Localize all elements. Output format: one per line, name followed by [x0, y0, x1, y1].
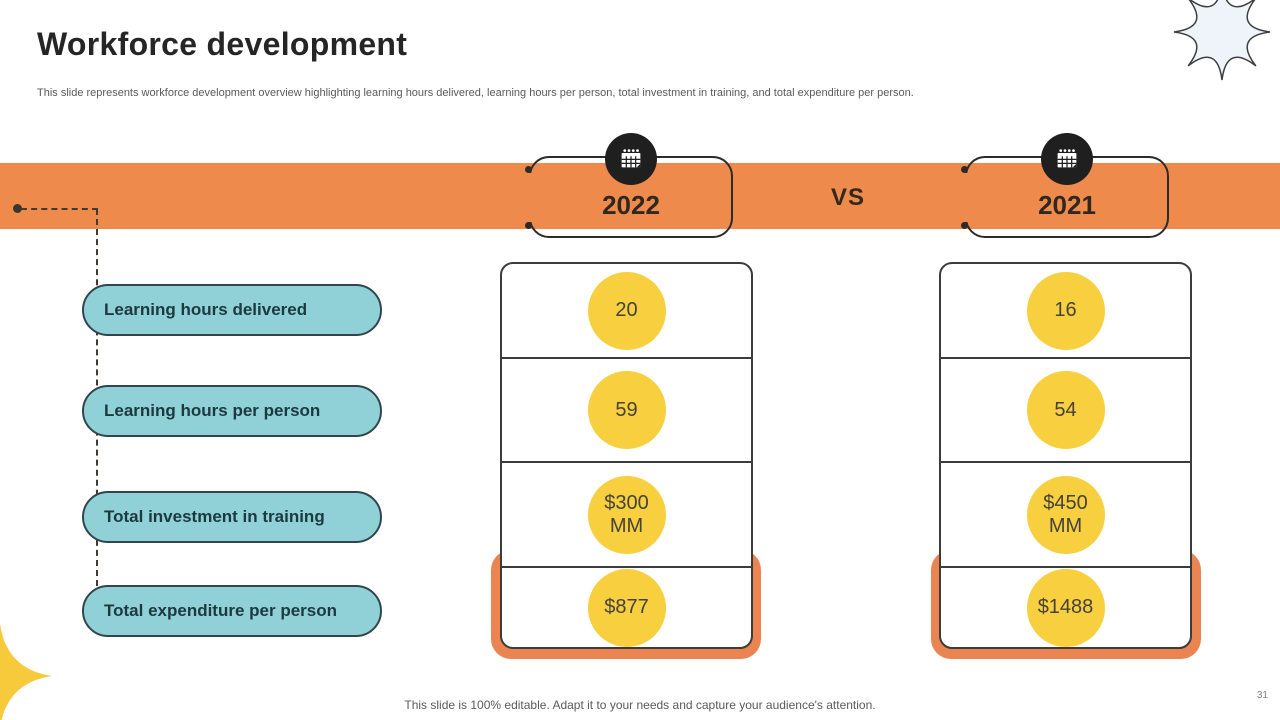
value-cell: $1488	[941, 568, 1190, 647]
calendar-icon	[605, 133, 657, 185]
metric-label: Learning hours per person	[104, 401, 321, 420]
year-badge-border-gap	[527, 173, 532, 222]
value-badge: 59	[587, 371, 666, 449]
metric-pill-learning-hours-per-person: Learning hours per person	[82, 385, 382, 437]
year-label-2021: 2021	[1038, 190, 1096, 220]
anchor-dot	[961, 222, 968, 229]
year-label-2022: 2022	[602, 190, 660, 220]
value-badge: $877	[587, 568, 666, 647]
anchor-dot	[525, 166, 532, 173]
value-cell: 20	[502, 264, 751, 359]
value-cell: $877	[502, 568, 751, 647]
metric-label: Learning hours delivered	[104, 300, 308, 319]
value-column-2022: 20 59 $300 MM $877	[500, 262, 753, 649]
value-cell: 54	[941, 359, 1190, 463]
starburst-decoration	[1173, 0, 1271, 81]
calendar-icon	[1041, 133, 1093, 185]
anchor-dot	[525, 222, 532, 229]
value-cell: 16	[941, 264, 1190, 359]
metric-pill-total-expenditure-per-person: Total expenditure per person	[82, 585, 382, 637]
value-cell: $300 MM	[502, 463, 751, 568]
value-badge: 20	[587, 271, 666, 350]
value-column-2021: 16 54 $450 MM $1488	[939, 262, 1192, 649]
connector-dot	[13, 204, 22, 213]
slide-description: This slide represents workforce developm…	[37, 87, 914, 99]
page-title: Workforce development	[37, 26, 408, 62]
value-badge: $450 MM	[1026, 475, 1105, 554]
metric-label: Total investment in training	[104, 507, 325, 526]
value-badge: $1488	[1026, 568, 1105, 647]
value-badge: 16	[1026, 271, 1105, 350]
year-badge-border-gap	[963, 173, 968, 222]
sparkle-decoration	[0, 624, 52, 720]
connector-line-horizontal	[21, 208, 98, 210]
footer-note: This slide is 100% editable. Adapt it to…	[404, 698, 876, 712]
value-badge: 54	[1026, 371, 1105, 449]
value-badge: $300 MM	[587, 475, 666, 554]
metric-label: Total expenditure per person	[104, 601, 338, 620]
anchor-dot	[961, 166, 968, 173]
vs-label: VS	[830, 184, 865, 211]
value-cell: 59	[502, 359, 751, 463]
page-number: 31	[1256, 690, 1268, 701]
value-cell: $450 MM	[941, 463, 1190, 568]
metric-pill-learning-hours-delivered: Learning hours delivered	[82, 284, 382, 336]
metric-pill-total-investment-in-training: Total investment in training	[82, 491, 382, 543]
